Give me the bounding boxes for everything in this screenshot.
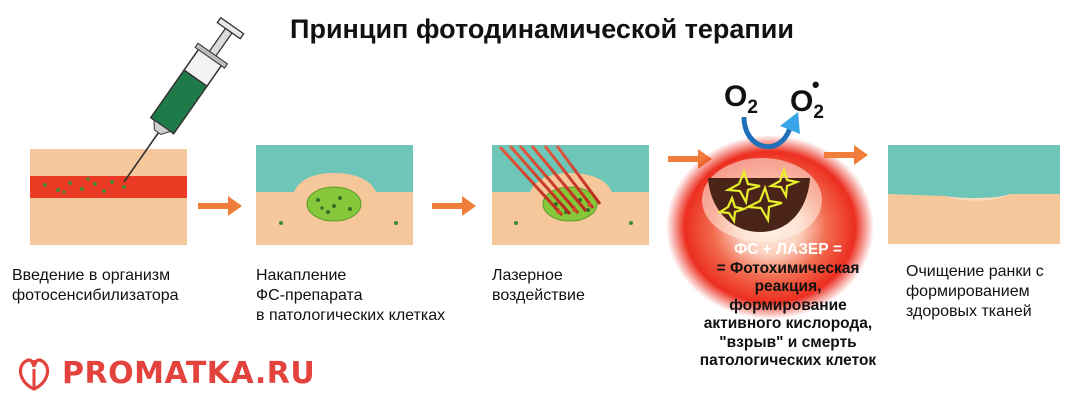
panel-accumulation xyxy=(256,145,413,245)
flow-arrow-1 xyxy=(198,196,242,216)
laser-beams xyxy=(498,145,602,217)
star-icon xyxy=(716,166,801,225)
blood-vessel-band xyxy=(30,176,187,198)
panel-injection xyxy=(30,16,245,245)
flow-arrow-4 xyxy=(824,145,868,165)
flower-logo-icon xyxy=(18,358,50,391)
fluid-layer xyxy=(256,145,413,192)
oxygen-label-right: O2• xyxy=(790,72,824,123)
photosensitizer-dots xyxy=(43,177,126,194)
caption-step-5: Очищение ранки с формированием здоровых … xyxy=(906,263,1044,320)
caption-step-2: Накапление ФС-препарата в патологических… xyxy=(256,267,446,324)
brand-logo: PROMATKA.RU xyxy=(12,352,315,394)
panel-reaction xyxy=(666,112,874,319)
caption-step-1: Введение в организм фотосенсибилизатора xyxy=(12,267,179,304)
page-title: Принцип фотодинамической терапии xyxy=(290,14,794,44)
syringe-icon xyxy=(123,16,245,183)
oxygen-arrow xyxy=(741,116,793,150)
fluid-layer xyxy=(888,145,1060,199)
panel-laser xyxy=(492,145,649,245)
caption-step-3: Лазерное воздействие xyxy=(492,267,585,304)
caption-step-4: ФС + ЛАЗЕР = = Фотохимическая реакция, ф… xyxy=(699,241,877,369)
oxygen-label-left: O2 xyxy=(724,80,758,118)
brand-name: PROMATKA.RU xyxy=(62,355,316,391)
panel-healed xyxy=(888,145,1060,244)
flow-arrow-2 xyxy=(432,196,476,216)
